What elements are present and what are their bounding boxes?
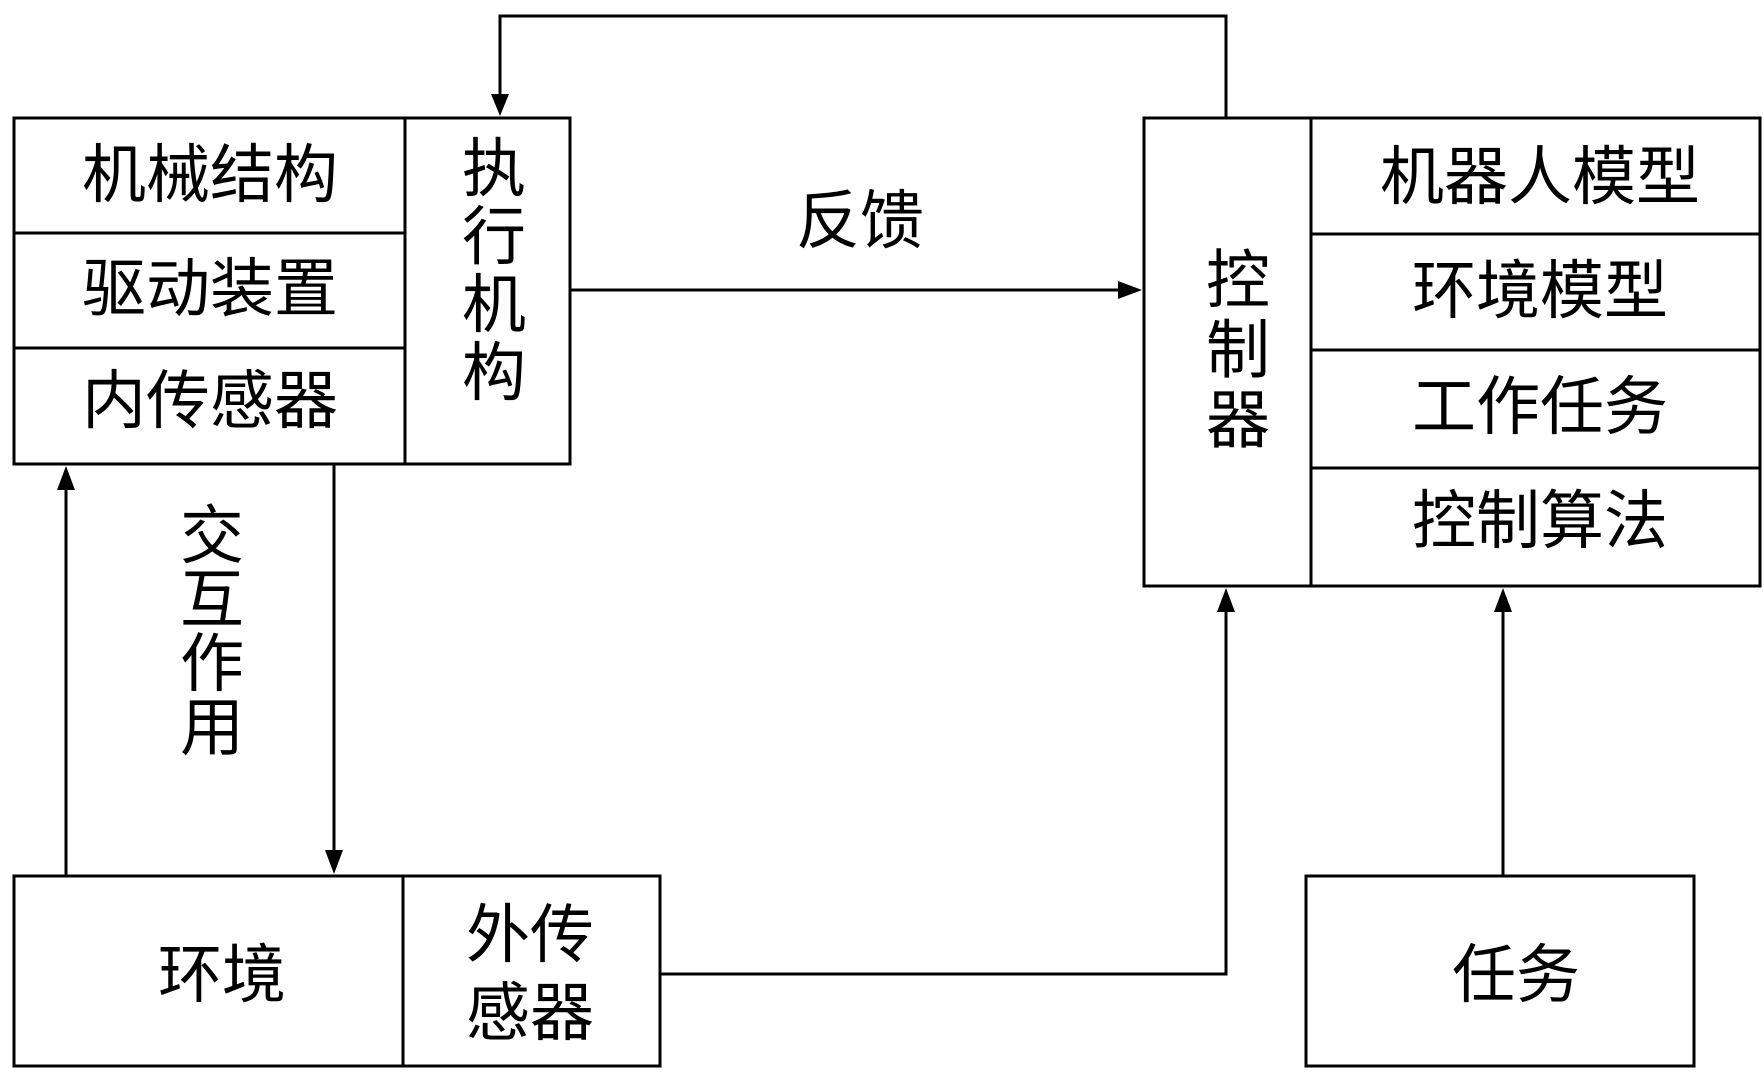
- task-label: 任务: [1452, 939, 1580, 1013]
- actuator-block: 机械结构 驱动装置 内传感器 执行机构: [12, 116, 572, 466]
- control-algorithm-label: 控制算法: [1412, 485, 1668, 559]
- control-command-line: [498, 14, 1228, 118]
- controller-block: 控制器 机器人模型 环境模型 工作任务 控制算法: [1142, 116, 1762, 588]
- interaction-label: 交互作用: [180, 500, 244, 766]
- controller-outer-box: [1142, 116, 1762, 588]
- external-sensor-label-line2: 感器: [466, 977, 594, 1051]
- environment-label: 环境: [158, 939, 286, 1013]
- task-outer-box: [1304, 874, 1696, 1068]
- environment-outer-box: [12, 874, 662, 1068]
- sensor-feedback-line: [660, 610, 1228, 976]
- work-task-label: 工作任务: [1412, 371, 1668, 445]
- task-input-arrowhead: [1494, 588, 1512, 612]
- controller-title: 控制器: [1206, 245, 1270, 459]
- environment-block: 环境 外传 感器: [12, 874, 662, 1068]
- interaction-down-arrowhead: [325, 850, 343, 874]
- drive-device-label: 驱动装置: [82, 253, 338, 327]
- feedback-arrowhead: [1118, 281, 1142, 299]
- actuator-title: 执行机构: [462, 133, 526, 411]
- external-sensor-label-line1: 外传: [466, 899, 594, 973]
- internal-sensor-label: 内传感器: [82, 365, 338, 439]
- robot-model-label: 机器人模型: [1380, 141, 1700, 215]
- mechanical-structure-label: 机械结构: [82, 139, 338, 213]
- environment-model-label: 环境模型: [1412, 255, 1668, 329]
- sensor-feedback-arrowhead: [1217, 588, 1235, 612]
- control-command-arrowhead: [491, 94, 509, 116]
- feedback-label: 反馈: [796, 185, 924, 259]
- task-block: 任务: [1304, 874, 1696, 1068]
- interaction-up-arrowhead: [57, 466, 75, 490]
